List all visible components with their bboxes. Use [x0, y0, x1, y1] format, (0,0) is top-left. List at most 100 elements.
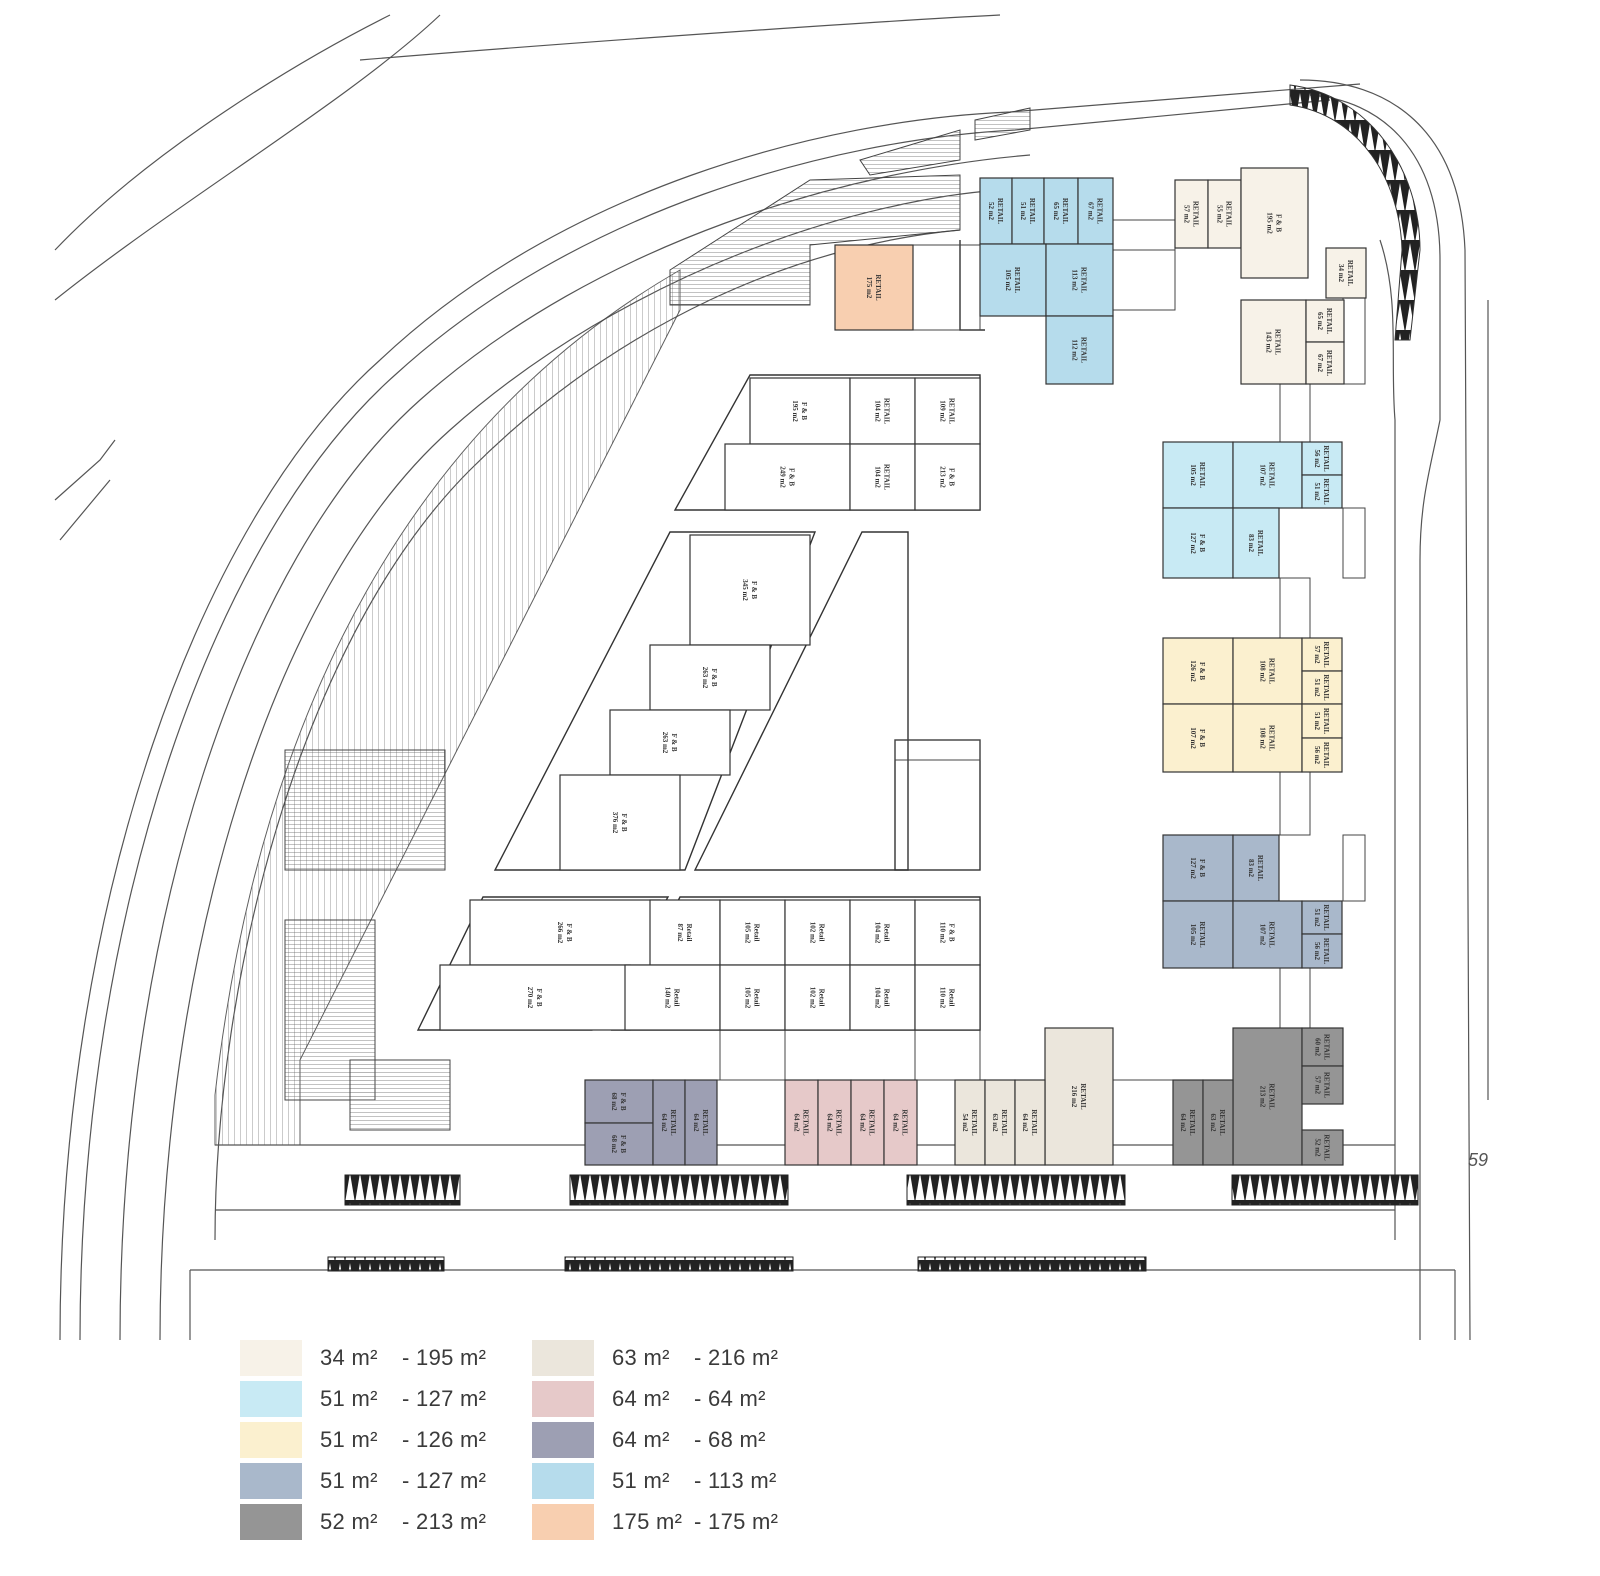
- unit-block: F & B195 m2: [1240, 167, 1309, 279]
- unit-type: RETAIL: [1028, 198, 1036, 225]
- unit-type: F & B: [535, 988, 543, 1006]
- bottom-road: [189, 1144, 1456, 1340]
- unit-area: 105 m2: [1189, 924, 1197, 946]
- legend-swatch: [532, 1381, 594, 1417]
- corridor-outline: [1342, 507, 1366, 579]
- unit-type: F & B: [710, 668, 718, 686]
- legend-swatch: [240, 1504, 302, 1540]
- unit-block: RETAIL64 m2: [684, 1079, 718, 1166]
- unit-block: RETAIL108 m2: [1232, 703, 1303, 773]
- legend-row: 64 m²- 68 m²: [532, 1422, 802, 1458]
- unit-area: 102 m2: [809, 922, 817, 944]
- unit-block: RETAIL64 m2: [850, 1079, 885, 1166]
- unit-area: 113 m2: [1071, 269, 1079, 291]
- unit-type: RETAIL: [1323, 1134, 1331, 1161]
- unit-fill: [1162, 507, 1234, 579]
- unit-label: Retail104 m2: [874, 987, 891, 1009]
- unit-label: RETAIL107 m2: [1259, 462, 1276, 489]
- unit-label: RETAIL64 m2: [1021, 1109, 1038, 1136]
- unit-type: RETAIL: [901, 1109, 909, 1136]
- unit-block: RETAIL56 m2: [1301, 737, 1343, 773]
- unit-block: RETAIL64 m2: [883, 1079, 918, 1166]
- unit-type: RETAIL: [1322, 478, 1330, 505]
- legend-range-from: 51 m²: [320, 1427, 378, 1452]
- unit-type: RETAIL: [1268, 658, 1276, 685]
- unit-label: Retail105 m2: [744, 987, 761, 1009]
- unit-block: F & B249 m2: [724, 443, 851, 511]
- unit-type: F & B: [1275, 214, 1283, 232]
- legend-range-from: 51 m²: [320, 1386, 378, 1411]
- unit-fill: [1162, 900, 1234, 969]
- unit-block: RETAIL143 m2: [1240, 299, 1307, 385]
- unit-block: RETAIL57 m2: [1301, 637, 1343, 672]
- unit-block: F & B68 m2: [584, 1079, 654, 1124]
- unit-block: RETAIL104 m2: [849, 443, 916, 511]
- unit-label: RETAIL54 m2: [961, 1109, 978, 1136]
- unit-fill: [1207, 179, 1242, 249]
- legend-row: 34 m²- 195 m²: [240, 1340, 510, 1376]
- unit-block: RETAIL64 m2: [1172, 1079, 1204, 1166]
- unit-area: 83 m2: [1247, 534, 1255, 553]
- unit-type: RETAIL: [1323, 1034, 1331, 1061]
- legend-range: 51 m²- 127 m²: [320, 1468, 486, 1494]
- corridor-outline: [1279, 967, 1311, 1029]
- unit-block: RETAIL104 m2: [849, 377, 916, 445]
- unit-block: RETAIL216 m2: [1044, 1027, 1114, 1166]
- corridor-outline: [1112, 1079, 1174, 1166]
- unit-type: RETAIL: [1000, 1109, 1008, 1136]
- unit-fill: [719, 964, 786, 1031]
- unit-area: 104 m2: [874, 987, 882, 1009]
- unit-area: 102 m2: [809, 987, 817, 1009]
- legend-range: 64 m²- 64 m²: [612, 1386, 766, 1412]
- unit-area: 51 m2: [1313, 712, 1321, 731]
- unit-area: 213 m2: [1259, 1086, 1267, 1108]
- unit-fill: [1301, 737, 1343, 773]
- unit-area: 52 m2: [987, 202, 995, 221]
- unit-block: Retail104 m2: [849, 899, 916, 966]
- legend-range-from: 64 m²: [612, 1386, 670, 1411]
- unit-type: RETAIL: [1325, 350, 1333, 377]
- unit-area: 104 m2: [874, 400, 882, 422]
- unit-block: RETAIL51 m2: [1301, 703, 1343, 739]
- unit-fill: [1232, 834, 1280, 902]
- unit-block: RETAIL57 m2: [1301, 1065, 1344, 1105]
- unit-area: 110 m2: [939, 922, 947, 944]
- unit-type: RETAIL: [1268, 1083, 1276, 1110]
- unit-fill: [1301, 670, 1343, 705]
- unit-type: RETAIL: [1198, 921, 1206, 948]
- unit-type: Retail: [948, 989, 956, 1007]
- unit-block: F & B376 m2: [559, 774, 681, 871]
- unit-label: RETAIL64 m2: [892, 1109, 909, 1136]
- unit-fill: [1232, 703, 1303, 773]
- unit-block: Retail110 m2: [914, 964, 981, 1031]
- unit-label: Retail102 m2: [809, 987, 826, 1009]
- unit-block: F & B263 m2: [609, 709, 731, 776]
- legend-range-to: - 213 m²: [402, 1509, 487, 1534]
- unit-block: RETAIL54 m2: [954, 1079, 986, 1166]
- unit-type: RETAIL: [1096, 198, 1104, 225]
- unit-label: F & B127 m2: [1189, 857, 1206, 879]
- unit-block: RETAIL67 m2: [1305, 341, 1345, 385]
- legend-range-from: 51 m²: [320, 1468, 378, 1493]
- legend-swatch: [240, 1381, 302, 1417]
- unit-type: RETAIL: [802, 1109, 810, 1136]
- unit-label: RETAIL64 m2: [826, 1109, 843, 1136]
- unit-area: 67 m2: [1087, 202, 1095, 221]
- unit-block: RETAIL34 m2: [1325, 247, 1367, 299]
- corridor-outline: [914, 1029, 981, 1081]
- unit-type: RETAIL: [1268, 462, 1276, 489]
- unit-label: RETAIL83 m2: [1247, 530, 1264, 557]
- unit-label: F & B263 m2: [661, 732, 678, 754]
- unit-label: F & B263 m2: [701, 667, 718, 689]
- legend-range-from: 64 m²: [612, 1427, 670, 1452]
- unit-block: RETAIL63 m2: [1202, 1079, 1234, 1166]
- legend-swatch: [532, 1463, 594, 1499]
- unit-block: F & B68 m2: [584, 1122, 654, 1166]
- unit-label: F & B68 m2: [610, 1092, 627, 1111]
- unit-area: 112 m2: [1071, 339, 1079, 361]
- unit-fill: [1301, 1065, 1344, 1105]
- unit-block: RETAIL52 m2: [1301, 1129, 1344, 1166]
- unit-area: 64 m2: [660, 1113, 668, 1132]
- unit-area: 64 m2: [793, 1113, 801, 1132]
- unit-type: RETAIL: [1322, 904, 1330, 931]
